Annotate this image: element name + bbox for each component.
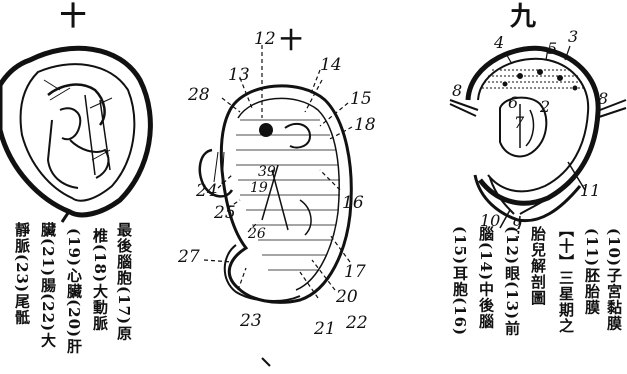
label-24: 24: [195, 181, 218, 201]
label-39: 39: [258, 164, 276, 180]
label-8-left: 8: [452, 81, 462, 100]
right-figure-embryo-in-uterus: [450, 46, 626, 238]
label-22: 22: [345, 313, 368, 333]
left-figure-heading: 十: [60, 4, 86, 30]
label-21: 21: [313, 319, 336, 339]
middle-figure-heading: 十: [280, 30, 302, 52]
label-8-right: 8: [598, 89, 608, 108]
caption-column: (15)耳胞(16): [452, 226, 467, 336]
label-3: 3: [568, 27, 578, 46]
right-figure-heading: 九: [510, 4, 536, 30]
label-23: 23: [239, 311, 262, 331]
caption-column: (19)心臟(20)肝: [66, 228, 81, 354]
label-5: 5: [547, 39, 557, 58]
label-13: 13: [228, 65, 250, 85]
caption-column: (11)胚胎膜: [584, 228, 599, 315]
label-20: 20: [335, 287, 358, 307]
stray-mark: [262, 358, 270, 366]
label-15: 15: [350, 89, 372, 109]
label-12: 12: [254, 29, 276, 49]
label-4: 4: [493, 33, 504, 52]
caption-column: (10)子宮黏膜: [606, 228, 621, 331]
label-16: 16: [342, 193, 364, 213]
caption-column: 靜脈(23)尾骶: [14, 222, 29, 325]
label-26: 26: [247, 226, 266, 242]
caption-column: 臟(21)腸(22)大: [40, 222, 55, 348]
label-2: 2: [539, 97, 550, 116]
caption-column: 【十】三星期之: [558, 222, 573, 334]
label-19: 19: [250, 180, 268, 196]
label-11: 11: [580, 181, 600, 200]
label-18: 18: [354, 115, 376, 135]
label-14: 14: [320, 55, 342, 75]
label-25: 25: [213, 203, 236, 223]
caption-column: 胎兒解剖圖: [530, 226, 545, 306]
caption-column: 腦(14)中後腦: [478, 226, 493, 329]
label-6: 6: [508, 93, 518, 112]
label-27: 27: [177, 247, 200, 267]
label-17: 17: [344, 262, 366, 282]
label-7: 7: [514, 113, 525, 132]
caption-column: (12)眼(13)前: [504, 226, 519, 336]
caption-column: 最後腦胞(17)原: [116, 222, 131, 341]
label-28: 28: [187, 85, 210, 105]
middle-figure-embryo: [200, 45, 352, 302]
left-figure-uterus: [0, 48, 150, 222]
caption-column: 椎(18)大動脈: [92, 228, 107, 331]
